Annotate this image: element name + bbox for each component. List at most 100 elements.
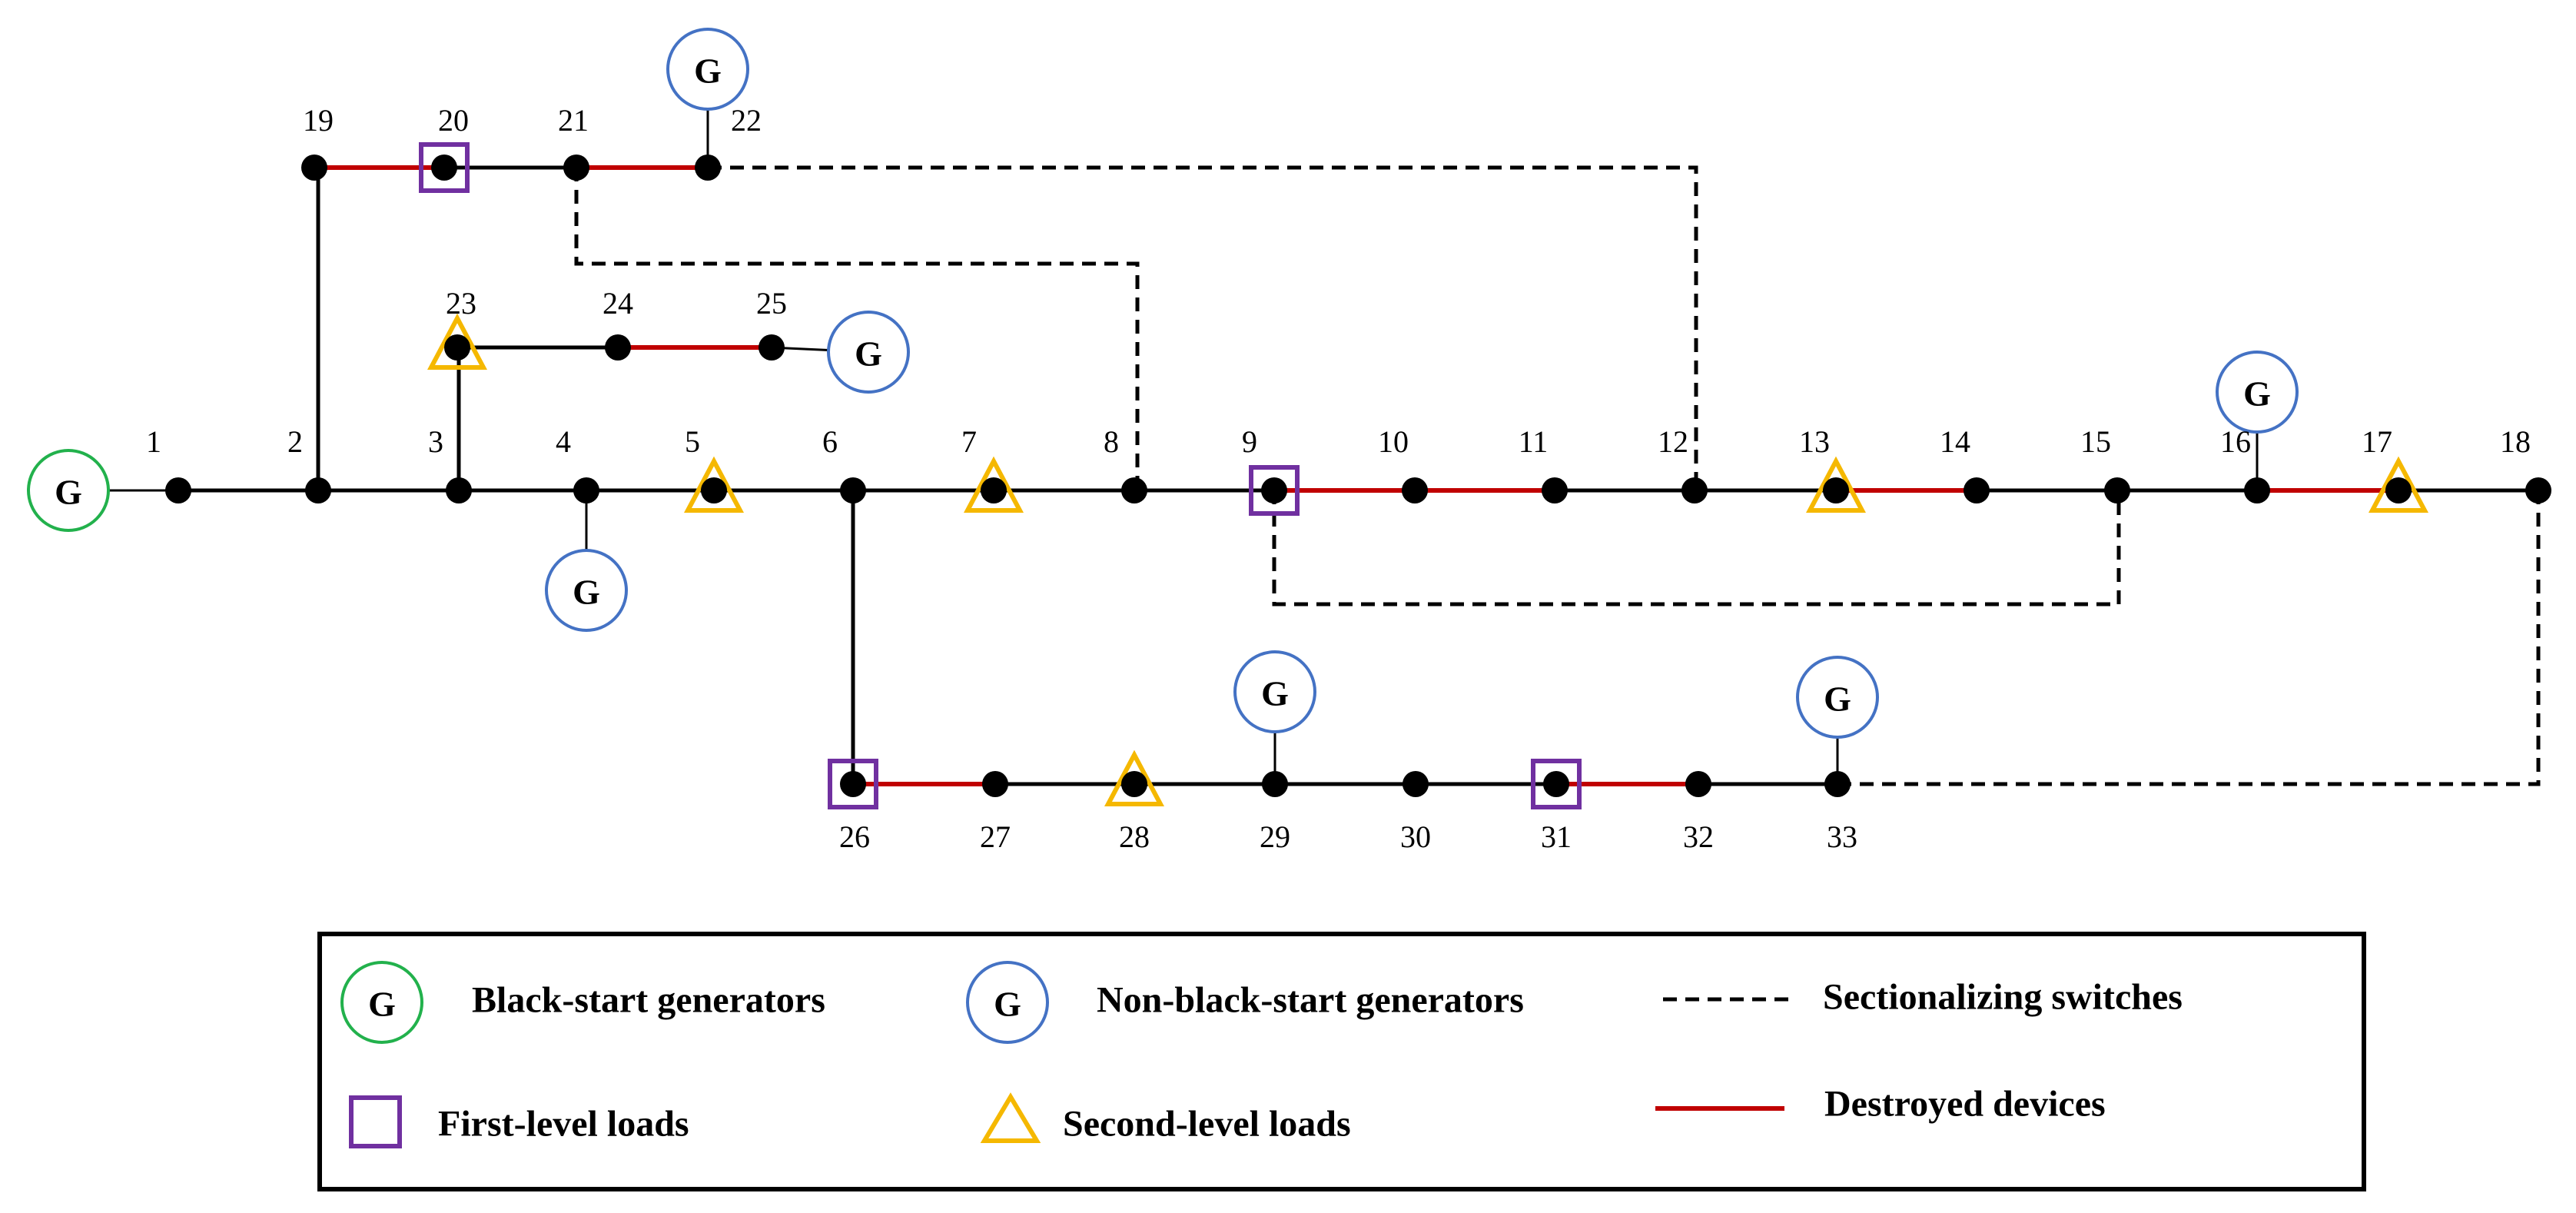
loads-layer	[419, 142, 2428, 809]
bus-label-24: 24	[603, 286, 633, 321]
bus-label-22: 22	[731, 103, 762, 138]
bus-node-2	[305, 477, 331, 503]
second-level-load-28	[1104, 749, 1164, 806]
bus-label-8: 8	[1104, 424, 1119, 459]
switch-21-8	[574, 168, 1140, 490]
bus-node-24	[605, 334, 631, 361]
bus-node-7	[981, 477, 1007, 503]
bus-label-27: 27	[980, 819, 1011, 854]
legend-destroyed-label: Destroyed devices	[1824, 1084, 2106, 1125]
bus-node-8	[1121, 477, 1147, 503]
switch-9-15	[1272, 490, 2121, 606]
bus-label-19: 19	[303, 103, 334, 138]
non-black-start-generator-33	[1796, 656, 1879, 739]
bus-node-11	[1542, 477, 1568, 503]
bus-node-13	[1823, 477, 1849, 503]
bus-node-29	[1262, 771, 1288, 797]
bus-label-28: 28	[1119, 819, 1150, 854]
generator-symbol-25: G	[855, 334, 882, 374]
first-level-load-20	[419, 142, 470, 193]
legend-first-level-icon	[349, 1095, 402, 1148]
bus-label-6: 6	[822, 424, 838, 459]
bus-label-14: 14	[1940, 424, 1970, 459]
bus-label-2: 2	[287, 424, 303, 459]
bus-node-27	[982, 771, 1008, 797]
bus-node-23	[444, 334, 470, 361]
bus-label-4: 4	[556, 424, 571, 459]
switches-layer	[574, 165, 2541, 786]
legend-second-level-label: Second-level loads	[1063, 1104, 1351, 1145]
non-black-start-generator-4	[545, 549, 628, 632]
legend: G Black-start generators G Non-black-sta…	[317, 932, 2366, 1191]
non-black-start-generator-22	[666, 28, 749, 111]
legend-black-start-label: Black-start generators	[472, 980, 825, 1021]
bus-node-32	[1685, 771, 1711, 797]
bus-node-4	[573, 477, 599, 503]
bus-label-31: 31	[1541, 819, 1572, 854]
buses-layer	[165, 155, 2551, 797]
second-level-load-5	[684, 456, 744, 513]
legend-non-black-start-g: G	[994, 985, 1021, 1024]
legend-non-black-start-icon	[966, 961, 1049, 1044]
bus-node-6	[840, 477, 866, 503]
bus-node-9	[1261, 477, 1287, 503]
bus-label-30: 30	[1400, 819, 1431, 854]
lines-layer	[178, 165, 2538, 786]
bus-node-18	[2525, 477, 2551, 503]
bus-label-1: 1	[146, 424, 161, 459]
black-start-generator-1	[27, 449, 110, 532]
legend-black-start-g: G	[368, 985, 396, 1024]
bus-node-22	[695, 155, 721, 181]
bus-label-25: 25	[756, 286, 787, 321]
generator-symbol-33: G	[1824, 680, 1851, 719]
bus-node-14	[1964, 477, 1990, 503]
second-level-load-17	[2369, 456, 2428, 513]
bus-node-12	[1681, 477, 1708, 503]
bus-node-31	[1543, 771, 1569, 797]
bus-node-28	[1121, 771, 1147, 797]
bus-label-26: 26	[839, 819, 870, 854]
bus-label-33: 33	[1827, 819, 1857, 854]
bus-label-7: 7	[961, 424, 977, 459]
generator-symbol-4: G	[573, 573, 600, 612]
bus-node-33	[1824, 771, 1851, 797]
second-level-load-23	[427, 313, 487, 370]
first-level-load-9	[1249, 465, 1300, 516]
legend-second-level-icon	[980, 1092, 1041, 1143]
bus-node-3	[446, 477, 472, 503]
generator-symbol-22: G	[694, 52, 722, 91]
bus-node-16	[2244, 477, 2270, 503]
bus-label-16: 16	[2220, 424, 2251, 459]
second-level-load-13	[1806, 456, 1866, 513]
switch-18-33	[1837, 490, 2541, 786]
generator-symbol-1: G	[55, 473, 82, 512]
bus-node-17	[2385, 477, 2412, 503]
generator-symbol-16: G	[2243, 374, 2271, 414]
bus-label-29: 29	[1260, 819, 1290, 854]
bus-node-30	[1403, 771, 1429, 797]
bus-label-13: 13	[1799, 424, 1830, 459]
bus-node-5	[701, 477, 727, 503]
bus-label-10: 10	[1378, 424, 1409, 459]
legend-non-black-start-label: Non-black-start generators	[1097, 980, 1524, 1021]
bus-label-18: 18	[2500, 424, 2531, 459]
bus-label-9: 9	[1242, 424, 1257, 459]
bus-label-12: 12	[1658, 424, 1688, 459]
first-level-load-31	[1531, 759, 1582, 809]
bus-node-19	[301, 155, 327, 181]
legend-frame	[317, 932, 2366, 1191]
bus-label-17: 17	[2362, 424, 2392, 459]
bus-label-23: 23	[446, 286, 476, 321]
bus-label-5: 5	[685, 424, 700, 459]
bus-label-11: 11	[1519, 424, 1549, 459]
first-level-load-26	[828, 759, 878, 809]
bus-node-10	[1402, 477, 1428, 503]
bus-node-26	[840, 771, 866, 797]
non-black-start-generator-29	[1233, 650, 1316, 733]
bus-label-15: 15	[2080, 424, 2111, 459]
legend-black-start-icon	[340, 961, 423, 1044]
bus-node-15	[2104, 477, 2130, 503]
